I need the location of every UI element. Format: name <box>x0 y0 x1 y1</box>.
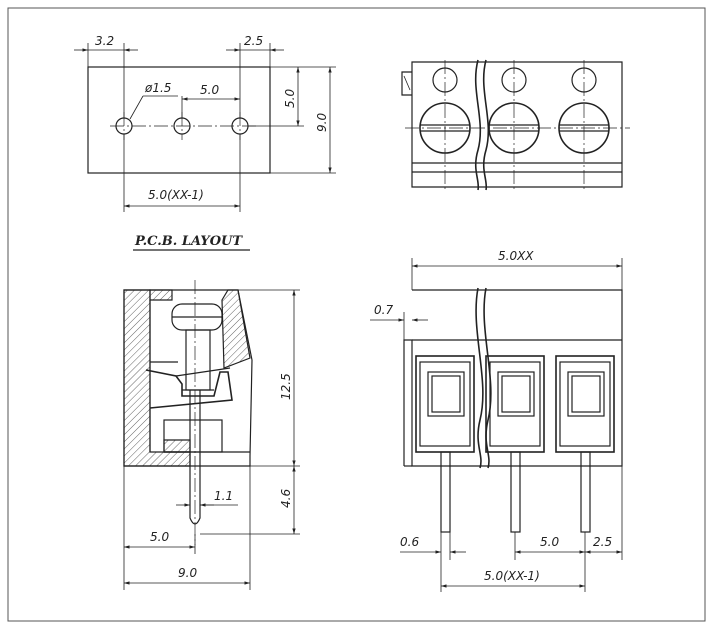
dim-front-pitch: 5.0 <box>540 535 559 549</box>
pcb-layout-view: 3.2 2.5 ø1.5 5.0 5.0 9.0 5.0(XX-1) P.C.B… <box>74 34 336 251</box>
dim-body-height: 12.5 <box>279 373 293 400</box>
dim-pitch: 5.0 <box>200 83 219 97</box>
dim-span: 5.0(XX-1) <box>148 188 204 202</box>
dim-diameter: ø1.5 <box>144 81 171 95</box>
front-view: 5.0XX 0.7 0.6 5.0 2.5 5.0(XX-1) <box>370 249 623 592</box>
dim-2-5: 2.5 <box>244 34 263 48</box>
dim-pin-length: 4.6 <box>279 489 293 508</box>
dim-pin-offset: 5.0 <box>150 530 169 544</box>
pcb-outline <box>87 66 271 174</box>
dim-total-width: 5.0XX <box>498 249 534 263</box>
front-cavity-2 <box>485 355 545 453</box>
drawing-frame <box>7 7 706 622</box>
dim-front-edge: 2.5 <box>593 535 612 549</box>
dim-pin-width: 1.1 <box>214 489 233 503</box>
dim-front-span: 5.0(XX-1) <box>484 569 540 583</box>
dim-3-2: 3.2 <box>95 34 114 48</box>
dim-hole-height: 5.0 <box>283 89 297 108</box>
front-cavity-3 <box>555 355 615 453</box>
top-view <box>401 59 630 191</box>
front-cavity-1 <box>415 355 475 453</box>
dim-offset: 0.7 <box>374 303 393 317</box>
dim-total-depth: 9.0 <box>178 566 197 580</box>
dim-pin-thickness: 0.6 <box>400 535 419 549</box>
side-view: 12.5 4.6 1.1 5.0 9.0 <box>123 280 300 590</box>
pcb-layout-title: P.C.B. LAYOUT <box>134 234 243 249</box>
dim-total-height: 9.0 <box>315 113 329 132</box>
